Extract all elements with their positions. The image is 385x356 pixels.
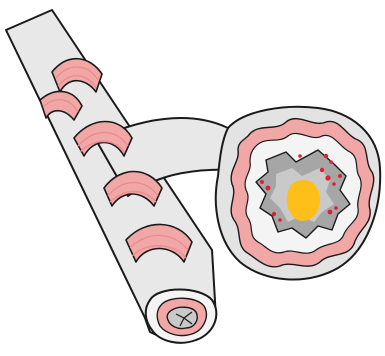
inflammatory-cell bbox=[320, 168, 324, 172]
inflammatory-cell bbox=[328, 210, 333, 215]
inflammatory-cell bbox=[338, 174, 342, 178]
inflammatory-cell bbox=[334, 206, 338, 210]
inflammatory-cell bbox=[324, 154, 328, 158]
main-bronchus-cut-end bbox=[146, 290, 217, 343]
inflammatory-cell bbox=[332, 182, 336, 186]
inflammatory-cell bbox=[272, 212, 276, 216]
mucus-plug bbox=[287, 180, 320, 221]
inflammatory-cell bbox=[325, 175, 330, 180]
inflammatory-cell bbox=[329, 160, 333, 164]
inflammatory-cell bbox=[278, 218, 282, 222]
inflammatory-cell bbox=[266, 186, 271, 191]
airway-cross-section bbox=[216, 107, 380, 280]
inflammatory-cell bbox=[260, 180, 264, 184]
cut-end-lumen bbox=[167, 307, 197, 328]
inflammatory-cell bbox=[298, 154, 302, 158]
